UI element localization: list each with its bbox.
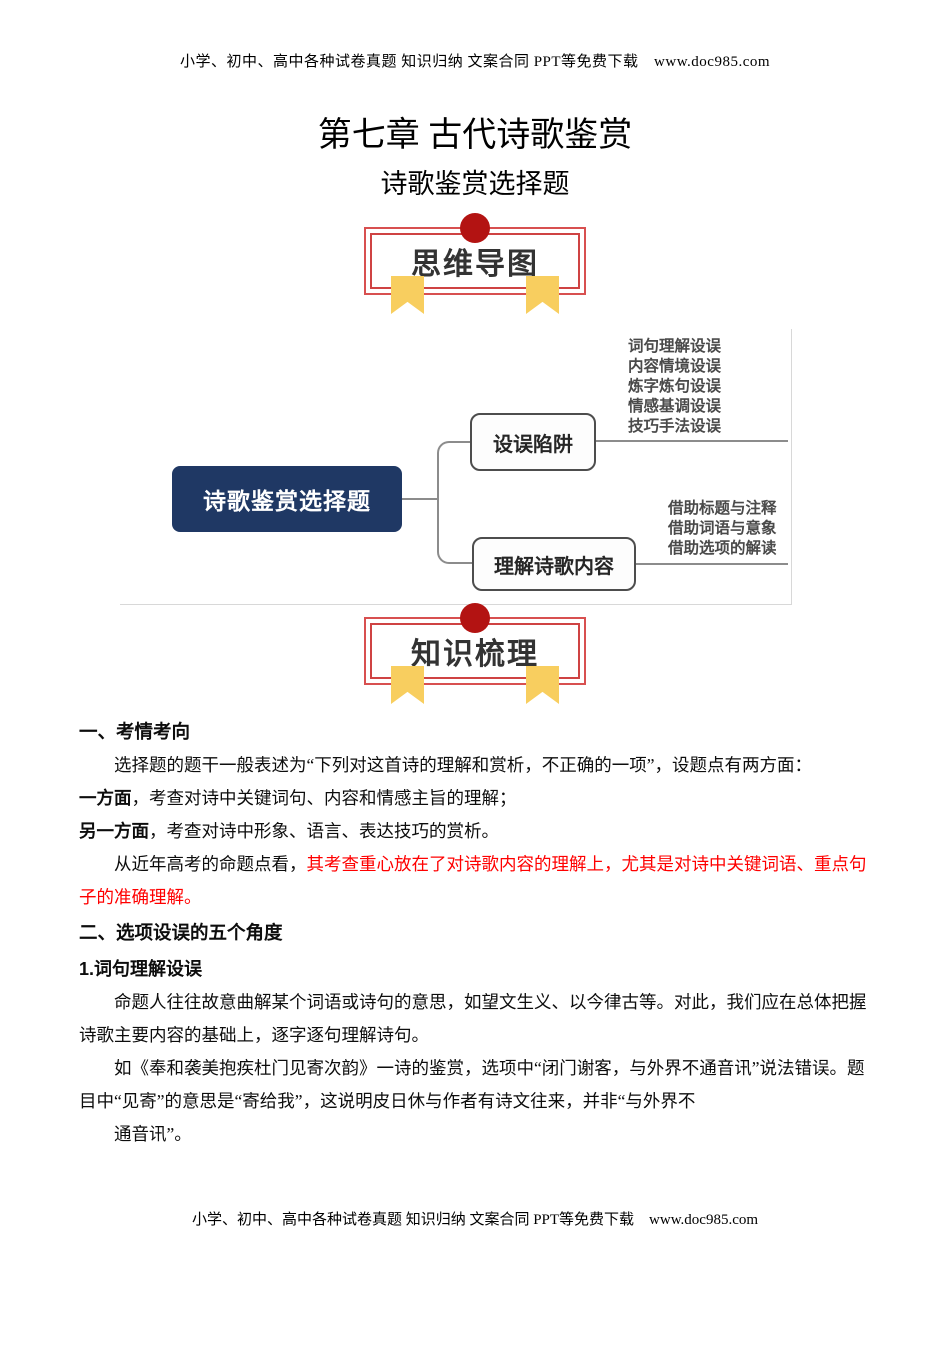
site-footer-text: 小学、初中、高中各种试卷真题 知识归纳 文案合同 PPT等免费下载 www.do… (191, 1212, 759, 1228)
section-heading-1: 一、考情考向 (79, 721, 191, 742)
mindmap-banner: 思维导图 (364, 213, 586, 314)
paragraph: 命题人往往故意曲解某个词语或诗句的意思，如望文生义、以今律古等。对此，我们应在总… (79, 992, 867, 1045)
paragraph: 如《奉和袭美抱疾杜门见寄次韵》一诗的鉴赏，选项中“闭门谢客，与外界不通音讯”说法… (79, 1058, 865, 1111)
connector-line (402, 498, 437, 500)
section-heading-2: 二、选项设误的五个角度 (79, 922, 283, 943)
mindmap-root-node: 诗歌鉴赏选择题 (172, 466, 402, 532)
subsection-heading-1: 1.词句理解设误 (79, 959, 203, 979)
paragraph: 另一方面，考查对诗中形象、语言、表达技巧的赏析。 (79, 815, 871, 848)
list-item: 借助标题与注释 (668, 500, 777, 517)
list-item: 技巧手法设误 (628, 418, 722, 435)
paragraph-text: ，考查对诗中关键词句、内容和情感主旨的理解； (131, 788, 517, 808)
connector-line (437, 441, 472, 499)
knowledge-banner: 知识梳理 (364, 603, 586, 704)
page-subtitle: 诗歌鉴赏选择题 (380, 169, 570, 199)
banner-frame: 知识梳理 (364, 603, 586, 704)
red-dot-icon (460, 603, 490, 633)
connector-line (596, 440, 788, 442)
ribbon-left-icon (391, 276, 424, 314)
page-title: 第七章 古代诗歌鉴赏 (317, 117, 633, 154)
mindmap-branch-comprehend: 理解诗歌内容 (472, 537, 636, 591)
document-body: 一、考情考向 选择题的题干一般表述为“下列对这首诗的理解和赏析，不正确的一项”，… (79, 715, 871, 1151)
mindmap-diagram: 诗歌鉴赏选择题 设误陷阱 理解诗歌内容 词句理解设误 内容情境设误 炼字炼句设误… (120, 329, 792, 605)
banner-frame: 思维导图 (364, 213, 586, 314)
list-item: 借助词语与意象 (668, 520, 777, 537)
paragraph: 选择题的题干一般表述为“下列对这首诗的理解和赏析，不正确的一项”，设题点有两方面… (114, 755, 813, 775)
list-item: 炼字炼句设误 (628, 378, 722, 395)
paragraph: 通音讯”。 (114, 1124, 192, 1144)
list-item: 借助选项的解读 (668, 540, 777, 557)
site-header-text: 小学、初中、高中各种试卷真题 知识归纳 文案合同 PPT等免费下载 www.do… (179, 54, 771, 70)
comprehend-method-list: 借助标题与注释 借助词语与意象 借助选项的解读 (668, 499, 777, 559)
lead-bold: 另一方面 (79, 821, 149, 841)
ribbon-right-icon (526, 276, 559, 314)
ribbon-right-icon (526, 666, 559, 704)
list-item: 词句理解设误 (628, 338, 722, 355)
list-item: 内容情境设误 (628, 358, 722, 375)
connector-line (636, 563, 788, 565)
paragraph: 一方面，考查对诗中关键词句、内容和情感主旨的理解； (79, 782, 871, 815)
lead-bold: 一方面 (79, 788, 132, 808)
error-type-list: 词句理解设误 内容情境设误 炼字炼句设误 情感基调设误 技巧手法设误 (628, 337, 721, 437)
list-item: 情感基调设误 (628, 398, 722, 415)
paragraph-text: 从近年高考的命题点看， (114, 854, 307, 874)
mindmap-branch-trap: 设误陷阱 (470, 413, 596, 471)
paragraph-text: ，考查对诗中形象、语言、表达技巧的赏析。 (149, 821, 499, 841)
paragraph: 从近年高考的命题点看，其考查重心放在了对诗歌内容的理解上，尤其是对诗中关键词语、… (79, 848, 871, 914)
connector-line (437, 499, 472, 564)
ribbon-left-icon (391, 666, 424, 704)
red-dot-icon (460, 213, 490, 243)
red-emphasis-text: 其考查重心放在了对诗歌内容的理解上，尤其是对诗中关键词语、重点句子的准确理解。 (79, 854, 867, 907)
